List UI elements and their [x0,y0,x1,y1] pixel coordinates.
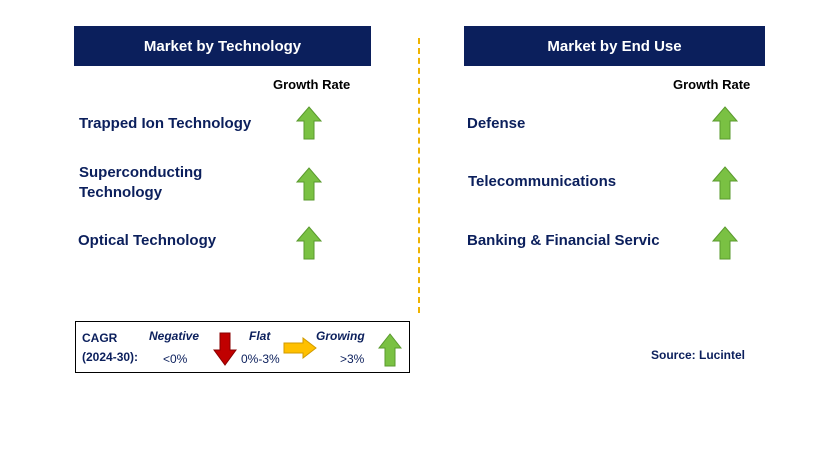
legend-cagr-label: CAGR [82,331,118,345]
legend-negative-label: Negative [149,329,200,343]
end-use-panel-header: Market by End Use [464,26,765,66]
technology-panel-header: Market by Technology [74,26,371,66]
cagr-legend: CAGR (2024-30): Negative <0% Flat 0%-3% … [75,321,410,373]
technology-growth-rate-label: Growth Rate [273,77,351,92]
arrow-up-icon [296,167,322,201]
technology-item-superconducting-line1: Superconducting [79,164,203,181]
technology-item-optical: Optical Technology [78,232,217,249]
panel-divider [418,38,420,313]
end-use-growth-rate-label: Growth Rate [673,77,751,92]
end-use-panel-title: Market by End Use [547,37,682,55]
end-use-item-banking: Banking & Financial Servic [467,232,660,249]
arrow-up-icon [712,226,738,260]
arrow-up-icon [378,333,402,367]
legend-flat-label: Flat [249,329,271,343]
legend-flat-range: 0%-3% [241,352,280,366]
legend-cagr-period: (2024-30): [82,350,139,364]
technology-item-superconducting: Superconducting Technology [79,163,202,203]
technology-panel-title: Market by Technology [143,37,302,55]
arrow-up-icon [712,166,738,200]
end-use-item-defense: Defense [467,115,526,132]
legend-growing-range: >3% [340,352,365,366]
arrow-up-icon [712,106,738,140]
legend-negative-range: <0% [163,352,188,366]
source-label: Source: Lucintel [651,348,746,362]
arrow-up-icon [296,106,322,140]
arrow-down-icon [213,332,237,366]
arrow-up-icon [296,226,322,260]
technology-item-trapped-ion: Trapped Ion Technology [79,115,252,132]
legend-growing-label: Growing [316,329,365,343]
arrow-right-icon [283,337,317,359]
technology-item-superconducting-line2: Technology [79,184,163,201]
end-use-item-telecommunications: Telecommunications [468,173,617,190]
